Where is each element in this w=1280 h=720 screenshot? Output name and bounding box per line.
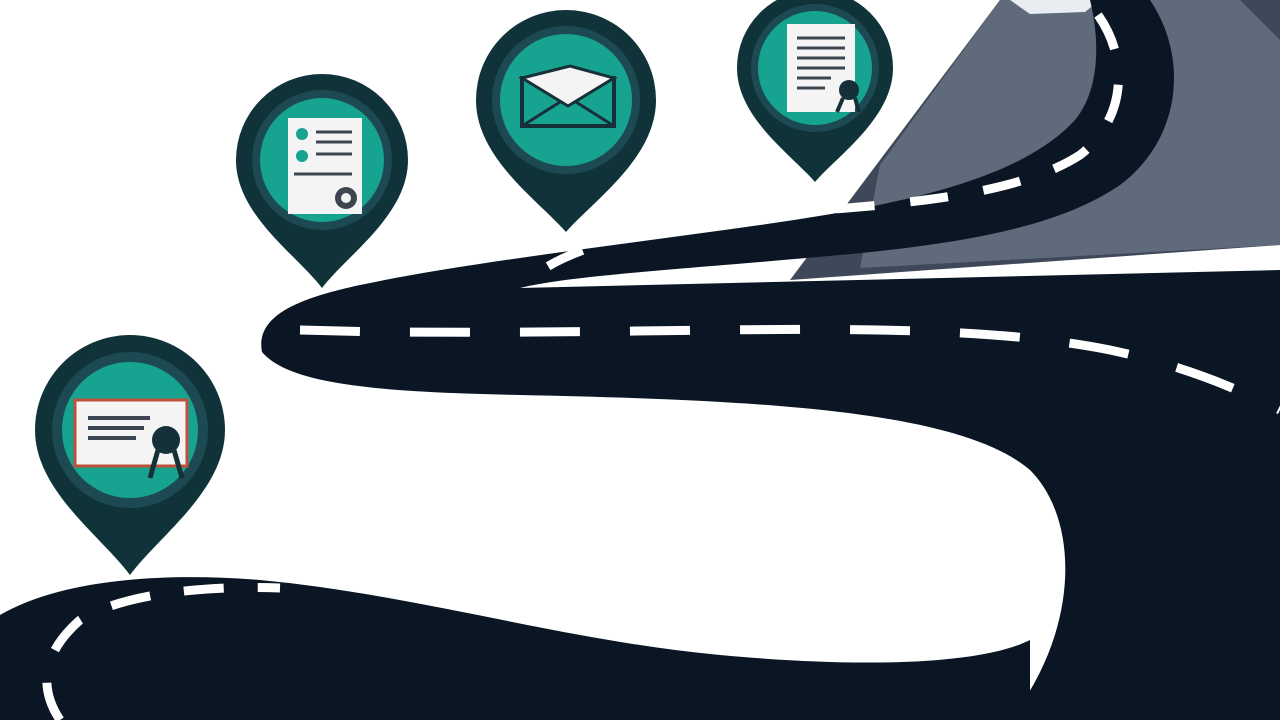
signed-contract-icon [787,24,861,113]
mountain-peak-snow [1010,0,1100,14]
certificate-icon [73,398,189,479]
application-form-icon [288,118,362,214]
envelope-icon [518,64,618,128]
road-dashes-lower [42,582,281,720]
road-surface-lower [0,577,1030,720]
map-pin-envelope [476,10,656,232]
map-pin-application-form [236,74,408,288]
road-surface-upper [261,0,1280,720]
map-pin-certificate [35,335,225,575]
road-dashes-middle [299,324,1280,415]
road-dashes-upper [526,12,1124,284]
map-pin-signed-contract [737,0,893,182]
